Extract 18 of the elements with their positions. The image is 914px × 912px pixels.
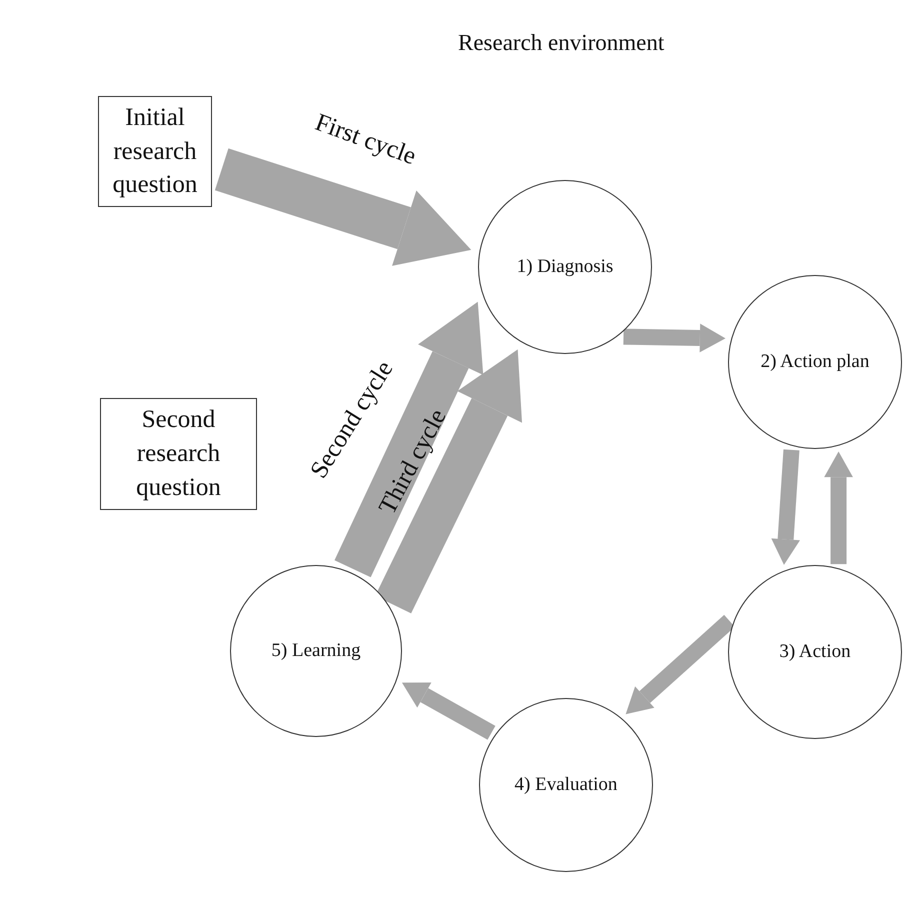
edge-label: First cycle [310, 108, 419, 172]
block-arrow [334, 302, 484, 578]
diagram-title: Research environment [458, 30, 664, 56]
process-circle: 5) Learning [230, 565, 402, 737]
block-arrow [214, 148, 472, 266]
block-arrow [375, 349, 522, 614]
question-box: Initial research question [98, 96, 212, 207]
question-box: Second research question [100, 398, 257, 510]
block-arrow [771, 449, 800, 565]
block-arrow [626, 614, 735, 714]
process-circle: 4) Evaluation [479, 698, 653, 872]
block-arrow [824, 452, 853, 564]
block-arrow [623, 324, 726, 352]
block-arrow [402, 682, 496, 740]
edge-label: Third cycle [374, 404, 452, 520]
process-circle: 3) Action [728, 565, 902, 739]
process-circle: 1) Diagnosis [478, 180, 652, 354]
process-circle: 2) Action plan [728, 275, 902, 449]
